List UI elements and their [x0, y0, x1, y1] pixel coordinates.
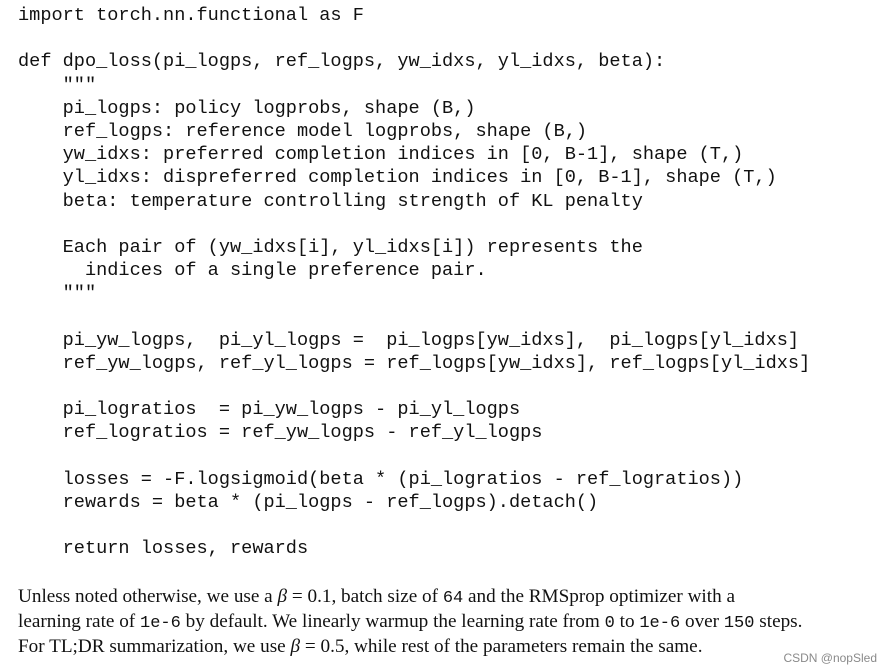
- watermark: CSDN @nopSled: [783, 651, 877, 665]
- hyperparameter-paragraph: Unless noted otherwise, we use a β = 0.1…: [18, 585, 868, 658]
- code-line: ref_yw_logps, ref_yl_logps = ref_logps[y…: [18, 352, 811, 374]
- paragraph-line-1: Unless noted otherwise, we use a β = 0.1…: [18, 586, 736, 608]
- code-line: losses = -F.logsigmoid(beta * (pi_lograt…: [18, 468, 744, 490]
- code-line: import torch.nn.functional as F: [18, 5, 364, 26]
- code-line: rewards = beta * (pi_logps - ref_logps).…: [18, 491, 599, 513]
- code-line: [18, 305, 810, 328]
- code-line: def dpo_loss(pi_logps, ref_logps, yw_idx…: [18, 51, 666, 73]
- code-line: yl_idxs: dispreferred completion indices…: [18, 167, 777, 189]
- code-line: ref_logps: reference model logprobs, sha…: [18, 120, 588, 142]
- code-line: beta: temperature controlling strength o…: [18, 190, 643, 212]
- code-listing: import torch.nn.functional as F def dpo_l…: [18, 4, 810, 561]
- code-line: [18, 445, 810, 468]
- code-line: indices of a single preference pair.: [18, 260, 487, 282]
- beta-symbol: β: [277, 586, 288, 607]
- code-line: pi_yw_logps, pi_yl_logps = pi_logps[yw_i…: [18, 329, 800, 351]
- paragraph-line-2: learning rate of 1e-6 by default. We lin…: [18, 611, 803, 633]
- code-line: """: [18, 283, 97, 305]
- code-line: [18, 213, 810, 236]
- code-line: [18, 375, 810, 398]
- code-line: [18, 27, 810, 50]
- code-line: ref_logratios = ref_yw_logps - ref_yl_lo…: [18, 422, 543, 444]
- code-line: pi_logratios = pi_yw_logps - pi_yl_logps: [18, 399, 521, 421]
- code-line: """: [18, 74, 97, 96]
- code-line: pi_logps: policy logprobs, shape (B,): [18, 97, 476, 119]
- code-line: yw_idxs: preferred completion indices in…: [18, 144, 744, 166]
- code-line: [18, 514, 810, 537]
- paragraph-line-3: For TL;DR summarization, we use β = 0.5,…: [18, 636, 703, 657]
- beta-symbol: β: [290, 636, 301, 657]
- code-line: return losses, rewards: [18, 538, 309, 560]
- code-line: Each pair of (yw_idxs[i], yl_idxs[i]) re…: [18, 236, 643, 258]
